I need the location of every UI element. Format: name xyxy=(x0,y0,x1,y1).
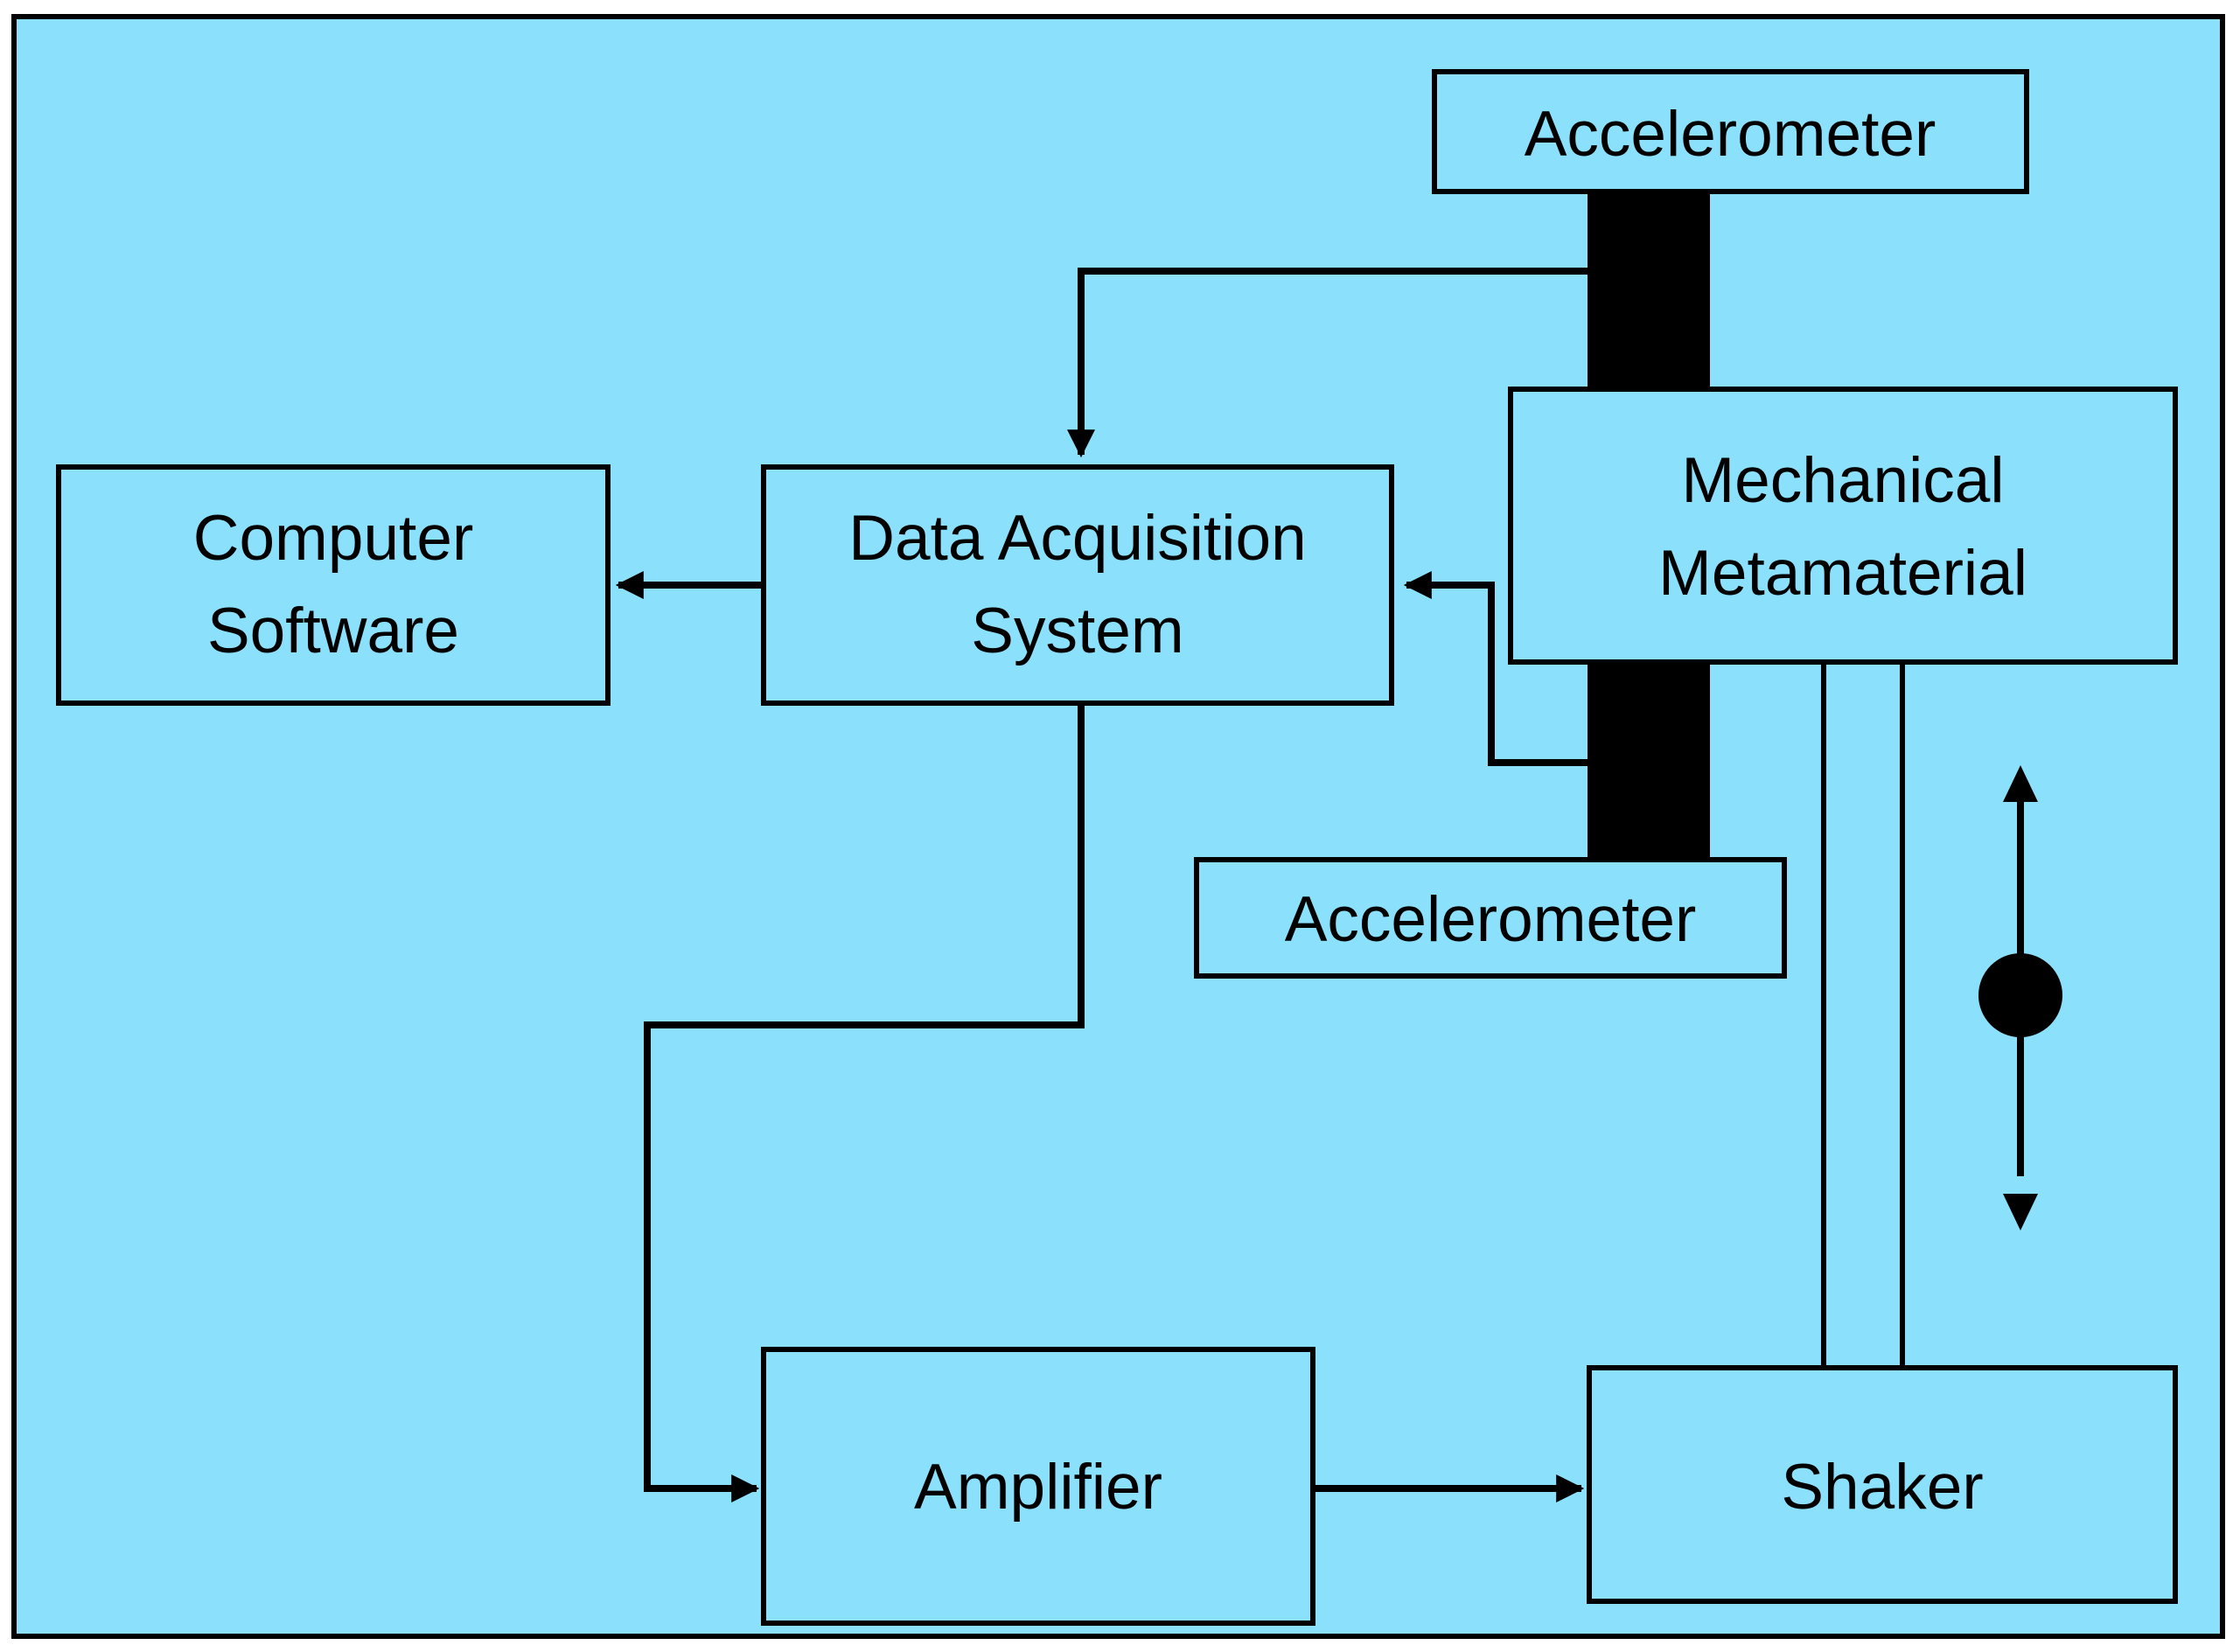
accelerometer-bottom-label: Accelerometer xyxy=(1285,884,1697,955)
vibration-mass-dot-icon xyxy=(1978,953,2062,1037)
arrow-top-accelerometer-to-daq xyxy=(1067,268,1588,458)
accelerometer-bottom-node: Accelerometer xyxy=(1194,857,1787,979)
accelerometer-top-node: Accelerometer xyxy=(1432,69,2029,194)
arrow-daq-to-amplifier xyxy=(644,705,1085,1502)
data-acquisition-system-node: Data Acquisition System xyxy=(761,464,1394,706)
mechanical-metamaterial-label-line2: Metamaterial xyxy=(1658,538,2027,609)
vibration-arrow-up-icon xyxy=(2003,765,2038,802)
upper-mount-bar xyxy=(1588,192,1710,389)
amplifier-node: Amplifier xyxy=(761,1347,1315,1626)
vibration-arrow-down-icon xyxy=(2003,1194,2038,1230)
computer-software-label-line1: Computer xyxy=(193,503,474,574)
mechanical-metamaterial-node: Mechanical Metamaterial xyxy=(1508,387,2178,665)
computer-software-label-line2: Software xyxy=(207,596,459,666)
arrow-bottom-accelerometer-to-daq xyxy=(1403,571,1588,766)
data-acquisition-label-line2: System xyxy=(971,596,1183,666)
shaker-node: Shaker xyxy=(1587,1365,2178,1604)
computer-software-node: Computer Software xyxy=(56,464,611,706)
mechanical-metamaterial-label-line1: Mechanical xyxy=(1681,445,2004,516)
data-acquisition-label-line1: Data Acquisition xyxy=(848,503,1306,574)
amplifier-label: Amplifier xyxy=(914,1452,1162,1523)
lower-mount-bar xyxy=(1588,662,1710,860)
shaker-label: Shaker xyxy=(1781,1452,1983,1523)
accelerometer-top-label: Accelerometer xyxy=(1525,99,1936,170)
